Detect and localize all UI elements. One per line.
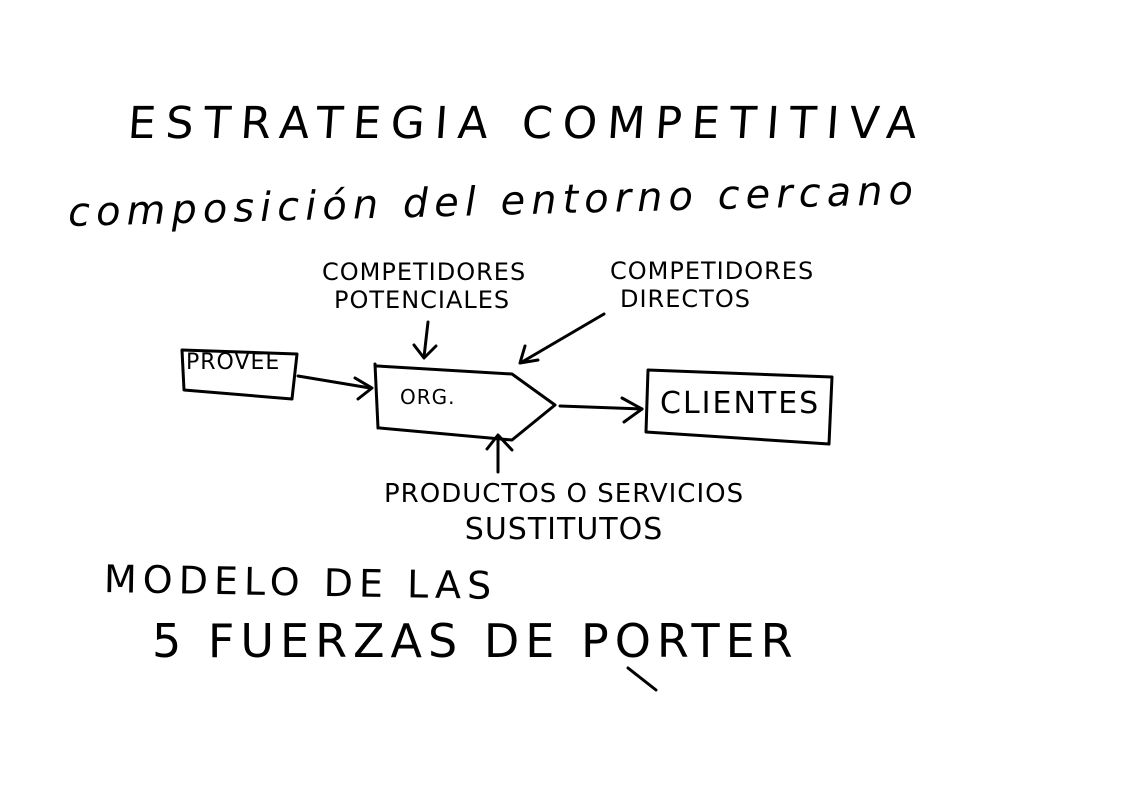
label-competidores-potenciales: COMPETIDORES POTENCIALES [322, 258, 526, 314]
arrow-potenciales-head [412, 343, 438, 360]
arrow-sustitutos-head [485, 433, 514, 452]
label-directos-line-1: COMPETIDORES [610, 257, 815, 285]
label-sustitutos-line-1: PRODUCTOS O SERVICIOS [384, 479, 745, 509]
label-potenciales-line-2: POTENCIALES [334, 286, 511, 314]
arrow-proveedores-org [296, 374, 372, 390]
label-directos-line-2: DIRECTOS [620, 285, 751, 313]
porter-flourish [626, 666, 658, 692]
node-organizacion-label: ORG. [400, 385, 456, 409]
node-proveedores-box [180, 348, 299, 401]
node-clientes-label: CLIENTES [660, 386, 821, 421]
node-clientes-box [644, 368, 834, 446]
arrow-organizacion-clientes-head [620, 396, 644, 424]
porter-model-line-2: 5 FUERZAS DE PORTER [152, 614, 799, 668]
arrow-potenciales [422, 320, 430, 359]
label-sustitutos-line-2: SUSTITUTOS [464, 512, 664, 547]
arrow-directos [520, 312, 606, 364]
label-competidores-directos: COMPETIDORES DIRECTOS [610, 257, 814, 313]
porter-model-line-1: MODELO DE LAS [103, 557, 498, 608]
label-potenciales-line-1: COMPETIDORES [322, 258, 527, 286]
arrow-organizacion-clientes [558, 404, 644, 411]
arrow-proveedores-org-head [353, 376, 374, 401]
node-organizacion-shape [373, 362, 557, 442]
label-sustitutos: PRODUCTOS O SERVICIOS SUSTITUTOS [384, 479, 745, 547]
arrow-directos-head [518, 344, 540, 365]
node-proveedores-label: PROVEE [186, 350, 281, 375]
